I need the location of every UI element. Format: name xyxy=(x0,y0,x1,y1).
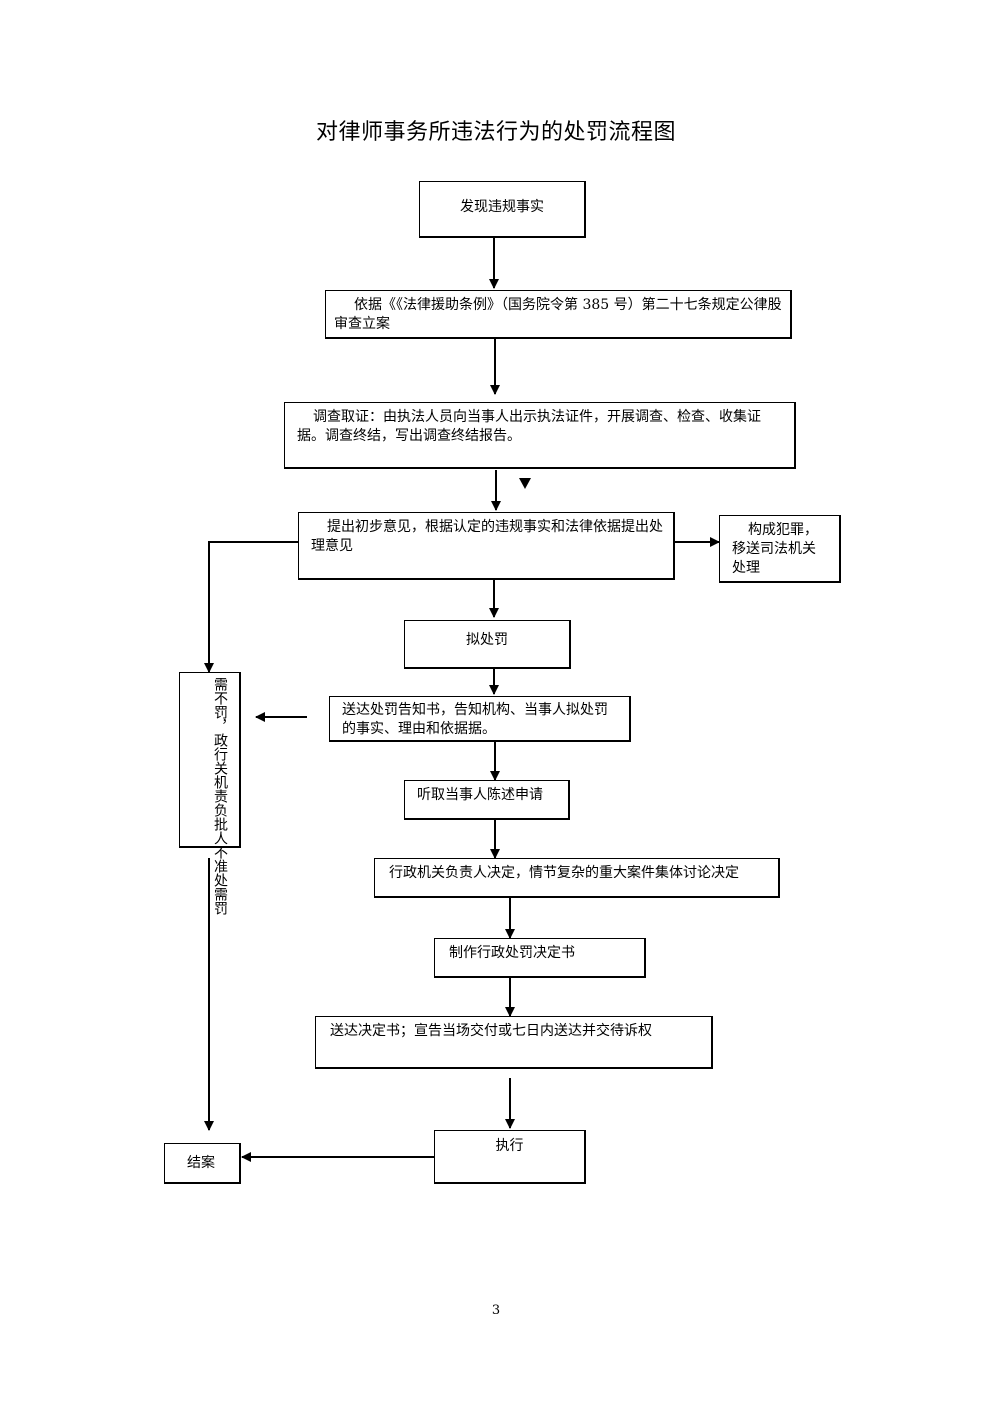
proposed-penalty-text: 拟处罚 xyxy=(466,632,508,648)
deliver-decision-text: 送达决定书；宣告当场交付或七日内送达并交待诉权 xyxy=(330,1023,652,1039)
execute-text: 执行 xyxy=(495,1138,524,1154)
execute-box: 执行 xyxy=(434,1130,586,1184)
close-case-text: 结案 xyxy=(187,1155,215,1171)
discover-violation-box: 发现违规事实 xyxy=(419,181,586,238)
decision-document-box: 制作行政处罚决定书 xyxy=(434,938,646,978)
close-case-box: 结案 xyxy=(164,1143,241,1184)
decision-document-text: 制作行政处罚决定书 xyxy=(449,945,575,961)
case-filing-box: 依据《《法律援助条例》（国务院令第 385 号）第二十七条规定公律股审查立案 xyxy=(325,290,792,339)
arrow-preliminary-to-no-penalty xyxy=(204,541,299,673)
preliminary-opinion-text: 提出初步意见，根据认定的违规事实和法律依据提出处理意见 xyxy=(311,519,663,554)
investigation-text: 调查取证：由执法人员向当事人出示执法证件，开展调查、检查、收集证据。调查终结，写… xyxy=(297,409,761,444)
page-number: 3 xyxy=(491,1303,501,1318)
no-penalty-text: 需不罚，政行关机责负批人不准处需罚 xyxy=(212,677,228,915)
page-title: 对律师事务所违法行为的处罚流程图 xyxy=(315,120,676,145)
hearing-box: 听取当事人陈述申请 xyxy=(404,780,570,820)
stray-arrowhead xyxy=(519,478,531,489)
penalty-notice-text: 送达处罚告知书，告知机构、当事人拟处罚的事实、理由和依据据。 xyxy=(342,702,608,737)
decision-box: 行政机关负责人决定，情节复杂的重大案件集体讨论决定 xyxy=(374,858,780,898)
proposed-penalty-box: 拟处罚 xyxy=(404,620,571,669)
no-penalty-box: 需不罚，政行关机责负批人不准处需罚 xyxy=(179,672,241,915)
preliminary-opinion-box: 提出初步意见，根据认定的违规事实和法律依据提出处理意见 xyxy=(298,512,675,580)
deliver-decision-box: 送达决定书；宣告当场交付或七日内送达并交待诉权 xyxy=(315,1016,713,1069)
criminal-transfer-box: 构成犯罪，移送司法机关处理 xyxy=(719,515,841,583)
discover-violation-text: 发现违规事实 xyxy=(460,199,544,215)
hearing-text: 听取当事人陈述申请 xyxy=(417,787,543,803)
penalty-notice-box: 送达处罚告知书，告知机构、当事人拟处罚的事实、理由和依据据。 xyxy=(329,696,631,742)
case-filing-text: 依据《《法律援助条例》（国务院令第 385 号）第二十七条规定公律股审查立案 xyxy=(334,297,782,332)
criminal-transfer-text: 构成犯罪，移送司法机关处理 xyxy=(732,522,818,576)
decision-text: 行政机关负责人决定，情节复杂的重大案件集体讨论决定 xyxy=(389,865,739,881)
investigation-box: 调查取证：由执法人员向当事人出示执法证件，开展调查、检查、收集证据。调查终结，写… xyxy=(284,402,796,469)
